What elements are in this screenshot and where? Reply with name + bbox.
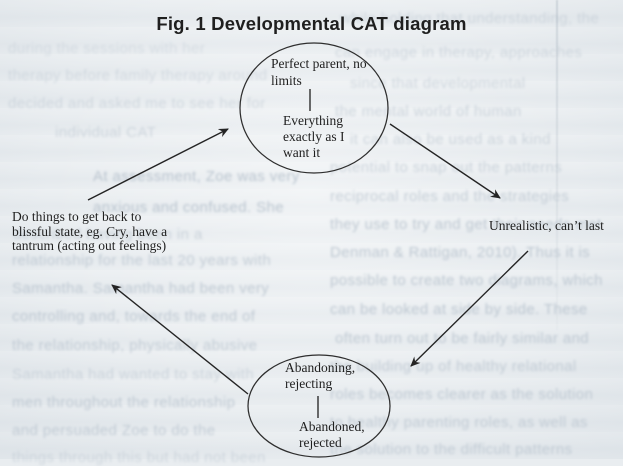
- arrow-right-label-to-bottom-ellipse: [410, 250, 529, 367]
- bottom-ellipse: [247, 354, 391, 458]
- top-ellipse-lower-label: Everything exactly as I want it: [283, 113, 345, 160]
- page-fold-line: [556, 0, 558, 330]
- arrow-top-ellipse-to-right-label: [389, 123, 501, 199]
- arrow-left-text-to-top-ellipse: [87, 128, 229, 201]
- bottom-ellipse-lower-label: Abandoned, rejected: [299, 419, 365, 450]
- bottom-ellipse-upper-label: Abandoning, rejecting: [285, 360, 356, 391]
- top-ellipse: [239, 42, 389, 174]
- left-label: Do things to get back to blissful state,…: [12, 209, 168, 254]
- figure-title: Fig. 1 Developmental CAT diagram: [156, 13, 467, 34]
- top-ellipse-upper-label: Perfect parent, no limits: [271, 56, 367, 88]
- right-label: Unrealistic, can’t last: [489, 218, 604, 233]
- arrow-bottom-ellipse-to-left-text: [111, 284, 249, 395]
